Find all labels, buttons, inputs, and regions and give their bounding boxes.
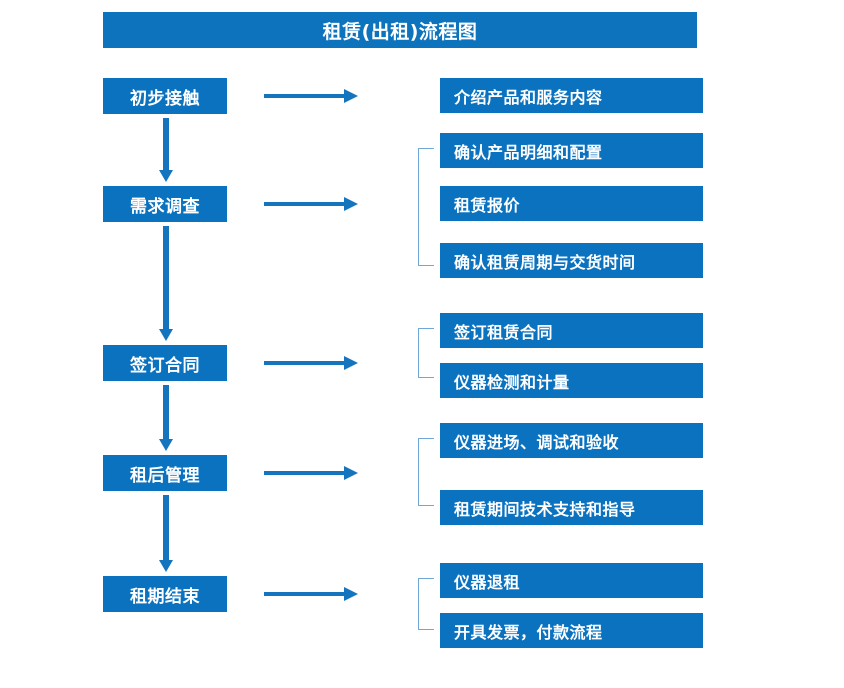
detail-box-2[interactable]: 确认产品明细和配置 [440, 133, 703, 168]
detail-box-4[interactable]: 确认租赁周期与交货时间 [440, 243, 703, 278]
detail-box-6[interactable]: 仪器检测和计量 [440, 363, 703, 398]
detail-box-1[interactable]: 介绍产品和服务内容 [440, 78, 703, 113]
stage-to-detail-arrow-2 [264, 197, 358, 211]
stage-to-detail-arrow-5 [264, 587, 358, 601]
detail-box-9[interactable]: 仪器退租 [440, 563, 703, 598]
stage-box-2[interactable]: 需求调查 [103, 186, 227, 222]
stage-to-detail-arrow-4 [264, 466, 358, 480]
stage-to-detail-arrow-1 [264, 89, 358, 103]
stage-to-detail-arrow-3 [264, 356, 358, 370]
detail-box-3[interactable]: 租赁报价 [440, 186, 703, 221]
bracket-group-leaseend [418, 578, 434, 630]
stage-box-3[interactable]: 签订合同 [103, 345, 227, 381]
stage-box-1[interactable]: 初步接触 [103, 78, 227, 114]
detail-box-8[interactable]: 租赁期间技术支持和指导 [440, 490, 703, 525]
stage-connector-arrow-2 [159, 226, 173, 341]
stage-connector-arrow-3 [159, 385, 173, 451]
bracket-group-aftercare [418, 438, 434, 506]
stage-connector-arrow-4 [159, 495, 173, 572]
detail-box-5[interactable]: 签订租赁合同 [440, 313, 703, 348]
detail-box-7[interactable]: 仪器进场、调试和验收 [440, 423, 703, 458]
detail-box-10[interactable]: 开具发票，付款流程 [440, 613, 703, 648]
page-title: 租赁(出租)流程图 [103, 12, 697, 48]
bracket-group-demand [418, 148, 434, 266]
bracket-group-contract [418, 328, 434, 378]
stage-connector-arrow-1 [159, 118, 173, 182]
stage-box-4[interactable]: 租后管理 [103, 455, 227, 491]
stage-box-5[interactable]: 租期结束 [103, 576, 227, 612]
